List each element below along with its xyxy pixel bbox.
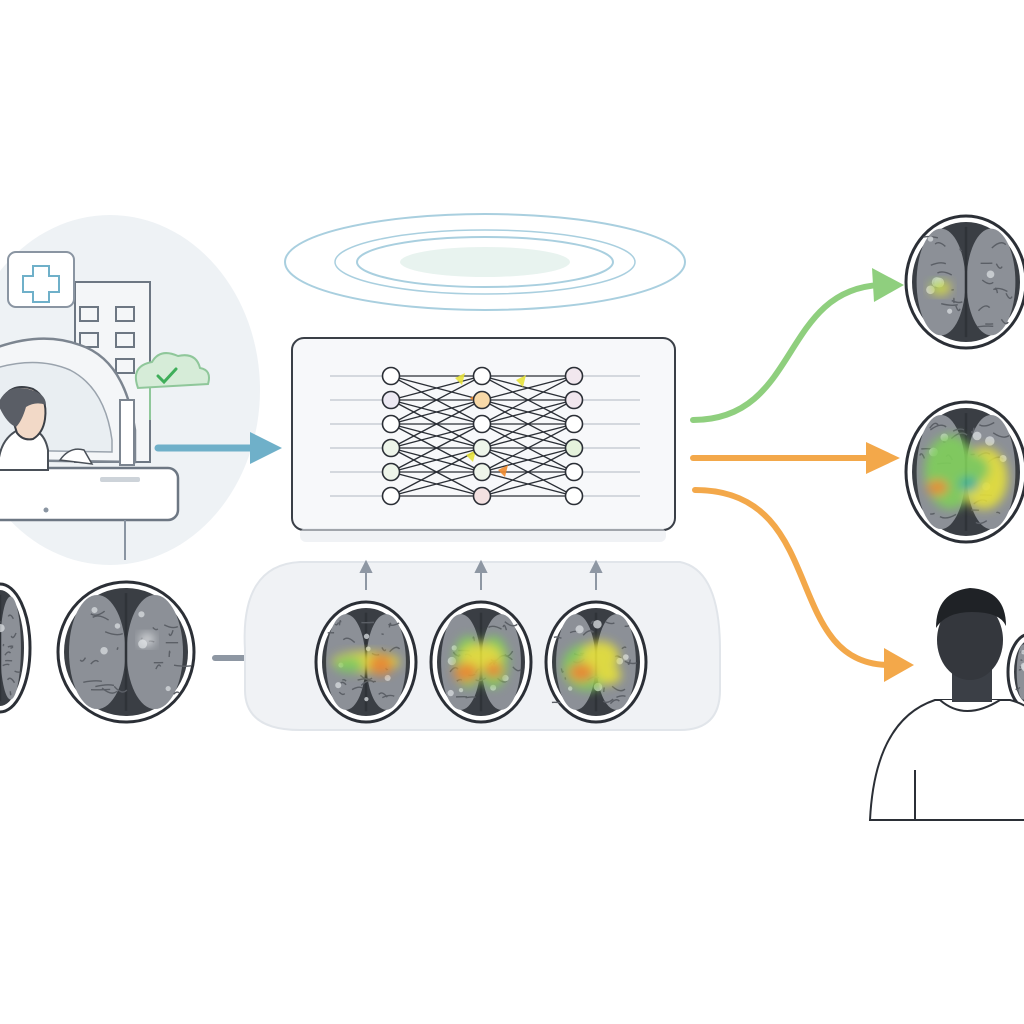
- network-node: [381, 462, 401, 482]
- network-node: [564, 366, 584, 386]
- network-node: [564, 414, 584, 434]
- activation-fleck: [516, 375, 526, 387]
- activation-fleck: [455, 373, 465, 385]
- neural-network-panel: [291, 337, 676, 542]
- network-node: [472, 462, 492, 482]
- arrow-output-green: [690, 268, 904, 423]
- arrow-scanner-to-network: [154, 432, 282, 464]
- connection: [390, 399, 483, 425]
- hospital-scene: [0, 215, 260, 565]
- heatmap-scan-3: [544, 600, 648, 724]
- arrow-output-orange-middle: [690, 442, 900, 474]
- heatmap-scan-2: [429, 600, 533, 724]
- input-scan-partial: [0, 582, 32, 714]
- brain-scans: [0, 214, 1024, 724]
- activation-fleck: [466, 450, 476, 462]
- cloud-check-icon: [134, 352, 210, 420]
- network-node: [472, 438, 492, 458]
- output-scan-high-risk: [904, 400, 1024, 544]
- neural-network-icon: [330, 366, 640, 506]
- network-node: [564, 438, 584, 458]
- network-node: [381, 438, 401, 458]
- network-node: [472, 366, 492, 386]
- patient-icon: [0, 386, 94, 471]
- connection: [390, 471, 483, 497]
- connection: [481, 423, 575, 473]
- connection: [390, 399, 483, 449]
- network-node: [381, 414, 401, 434]
- connection: [481, 375, 575, 425]
- connection: [481, 399, 575, 449]
- connection: [481, 471, 575, 497]
- connection: [481, 375, 575, 401]
- network-node: [472, 486, 492, 506]
- network-node: [381, 390, 401, 410]
- connection: [390, 447, 483, 497]
- arrow-output-orange-bottom: [692, 487, 914, 682]
- connection: [390, 375, 483, 401]
- connection: [481, 423, 575, 449]
- output-scan-low-risk: [904, 214, 1024, 350]
- connection: [390, 423, 483, 473]
- connection: [390, 423, 483, 449]
- ai-halo: [284, 213, 686, 311]
- heatmap-scan-1: [314, 600, 418, 724]
- connection: [481, 447, 575, 497]
- network-node: [564, 390, 584, 410]
- network-node: [564, 462, 584, 482]
- network-node: [472, 390, 492, 410]
- input-scan: [56, 580, 196, 724]
- network-node: [472, 414, 492, 434]
- doctor-icon: [868, 588, 1024, 821]
- activation-fleck: [498, 465, 508, 477]
- connection: [481, 399, 575, 425]
- output-scan-partial: [1006, 633, 1024, 711]
- connection: [390, 375, 483, 425]
- network-node: [564, 486, 584, 506]
- network-node: [381, 486, 401, 506]
- connection: [390, 447, 483, 473]
- connection: [481, 447, 575, 473]
- network-node: [381, 366, 401, 386]
